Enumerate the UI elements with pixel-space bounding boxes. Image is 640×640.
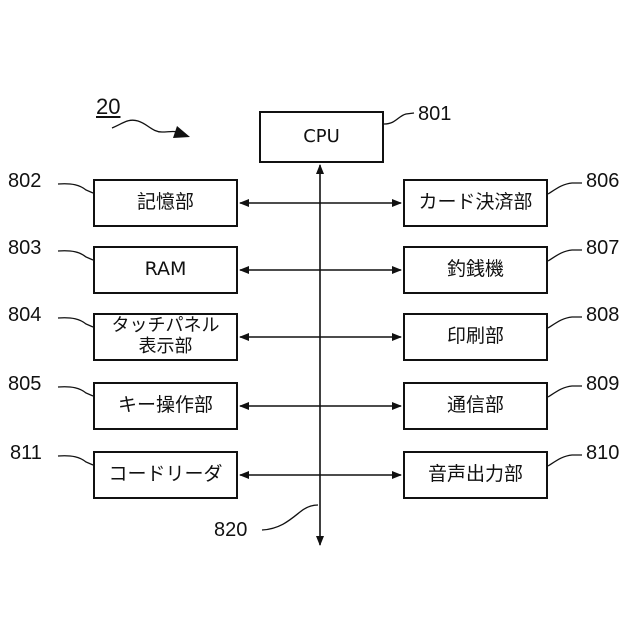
key-operation-block: キー操作部 [93, 382, 238, 430]
leader-807 [548, 250, 582, 261]
leader-820 [262, 505, 318, 530]
figure-pointer [112, 120, 182, 134]
leader-802 [58, 184, 93, 193]
ram-block: RAM [93, 246, 238, 294]
touch-panel-display-label: タッチパネル 表示部 [112, 316, 220, 357]
audio-output-block: 音声出力部 [403, 451, 548, 499]
leader-801 [384, 113, 414, 124]
printing-block: 印刷部 [403, 313, 548, 361]
code-reader-label: コードリーダ [108, 464, 222, 486]
ref-809: 809 [586, 373, 619, 396]
card-payment-block: カード決済部 [403, 179, 548, 227]
ref-810: 810 [586, 442, 619, 465]
storage-block: 記憶部 [93, 179, 238, 227]
cpu-block: CPU [259, 111, 384, 163]
code-reader-block: コードリーダ [93, 451, 238, 499]
audio-output-label: 音声出力部 [428, 464, 523, 486]
card-payment-label: カード決済部 [418, 192, 532, 214]
ref-805: 805 [8, 373, 41, 396]
leader-803 [58, 251, 93, 260]
ref-803: 803 [8, 237, 41, 260]
leader-808 [548, 317, 582, 328]
figure-pointer-arrowhead [173, 126, 190, 138]
leader-810 [548, 455, 582, 466]
touch-panel-display-block: タッチパネル 表示部 [93, 313, 238, 361]
communication-block: 通信部 [403, 382, 548, 430]
printing-label: 印刷部 [447, 326, 504, 348]
leader-809 [548, 386, 582, 397]
change-machine-label: 釣銭機 [447, 259, 504, 281]
leader-804 [58, 318, 93, 327]
ref-801: 801 [418, 103, 451, 126]
ref-804: 804 [8, 304, 41, 327]
communication-label: 通信部 [447, 395, 504, 417]
leader-805 [58, 387, 93, 396]
key-operation-label: キー操作部 [118, 395, 213, 417]
leader-811 [58, 456, 93, 465]
ref-811: 811 [10, 442, 42, 465]
ref-802: 802 [8, 170, 41, 193]
ref-808: 808 [586, 304, 619, 327]
leader-806 [548, 183, 582, 194]
storage-label: 記憶部 [137, 192, 194, 214]
change-machine-block: 釣銭機 [403, 246, 548, 294]
cpu-label: CPU [303, 127, 340, 148]
ref-806: 806 [586, 170, 619, 193]
ram-label: RAM [145, 259, 187, 281]
ref-807: 807 [586, 237, 619, 260]
ref-820: 820 [214, 519, 247, 542]
figure-ref-20: 20 [96, 94, 120, 120]
